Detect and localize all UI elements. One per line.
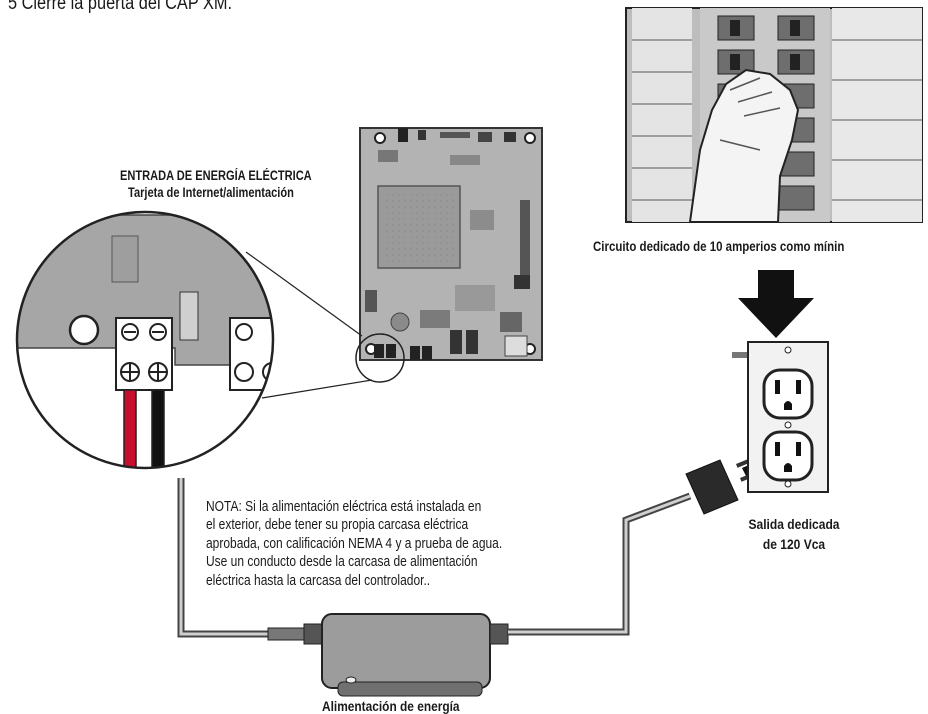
power-input-subtitle: Tarjeta de Internet/alimentación bbox=[128, 185, 294, 200]
note-line: NOTA: Si la alimentación eléctrica está … bbox=[206, 498, 482, 515]
arrow-down-icon bbox=[738, 270, 814, 338]
note-line: Use un conducto desde la carcasa de alim… bbox=[206, 553, 478, 571]
power-supply-brick bbox=[303, 613, 509, 697]
outlet-caption-line-2: de 120 Vca bbox=[762, 536, 826, 552]
highlight-circle bbox=[355, 333, 405, 383]
note-line: eléctrica hasta la carcasa del controlad… bbox=[206, 571, 431, 589]
outlet-caption: Salida dedicada de 120 Vca bbox=[746, 514, 842, 554]
circuit-caption: Circuito dedicado de 10 amperios como mí… bbox=[593, 238, 845, 254]
power-input-title: ENTRADA DE ENERGÍA ELÉCTRICA bbox=[120, 168, 312, 183]
installation-note: NOTA: Si la alimentación eléctrica está … bbox=[206, 498, 590, 590]
magnified-terminal-view bbox=[15, 210, 275, 470]
plug-icon bbox=[685, 458, 755, 515]
outlet-caption-line-1: Salida dedicada bbox=[748, 516, 840, 532]
note-line: aprobada, con calificación NEMA 4 y a pr… bbox=[206, 534, 503, 552]
circuit-board bbox=[359, 127, 543, 361]
power-supply-caption: Alimentación de energía bbox=[322, 698, 460, 714]
breaker-panel-photo bbox=[625, 7, 923, 223]
step-title: 5 Cierre la puerta del CAP XM. bbox=[8, 0, 233, 14]
dc-cable bbox=[177, 478, 305, 641]
outlet-icon bbox=[732, 341, 829, 493]
note-line: el exterior, debe tener su propia carcas… bbox=[206, 516, 469, 534]
ac-cord bbox=[508, 492, 692, 636]
